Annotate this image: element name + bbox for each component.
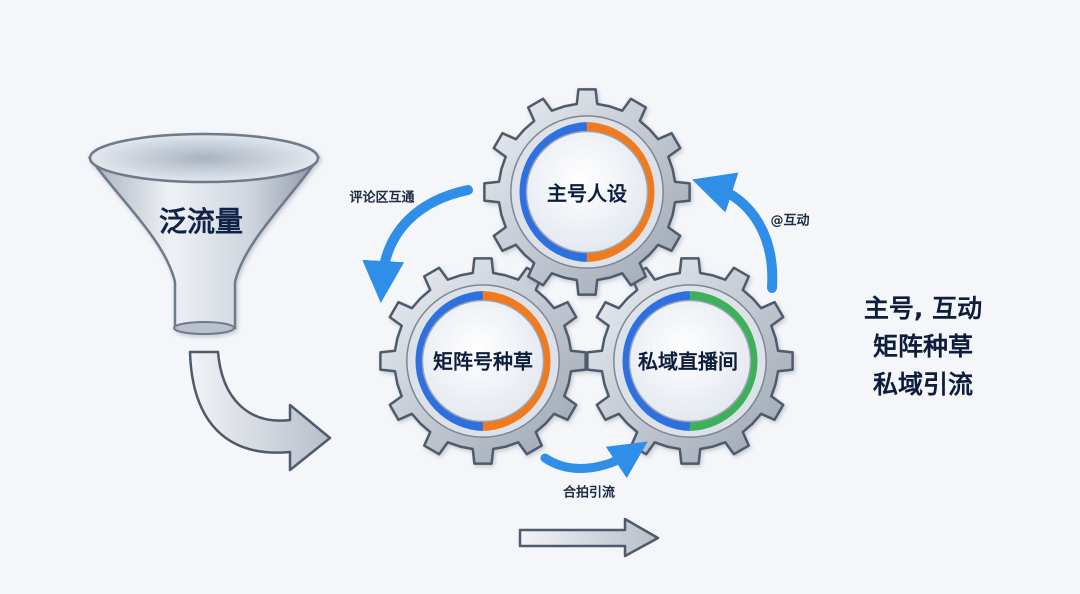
- gear-center: [525, 130, 649, 254]
- gear-ring-accent: [689, 291, 758, 431]
- gear-ring-blue: [519, 122, 588, 262]
- bottom-straight-arrow: [518, 517, 660, 558]
- gear-top-label: 主号人设: [547, 181, 627, 206]
- funnel-label: 泛流量: [158, 205, 244, 238]
- gear-center: [628, 299, 752, 423]
- cycle-arrow-bottom: [540, 441, 648, 479]
- cycle-arrow-top-left: [362, 185, 473, 303]
- gear-ring-accent: [586, 122, 655, 262]
- cycle-arrow-bottom-label: 合拍引流: [562, 485, 616, 501]
- gear-private-live-room: [586, 257, 794, 465]
- funnel: [87, 132, 321, 335]
- cycle-arrow-top-right-label: @互动: [770, 213, 810, 229]
- gear-center: [421, 299, 545, 423]
- gear-main-persona: [483, 88, 691, 296]
- summary-line: 主号, 互动: [863, 294, 983, 323]
- gear-ring-accent: [482, 291, 551, 431]
- cycle-arrow-top-right: [692, 172, 778, 293]
- gear-right-label: 私域直播间: [638, 349, 738, 374]
- summary-text: 主号, 互动 矩阵种草 私域引流: [864, 290, 982, 404]
- funnel-curved-arrow: [188, 350, 332, 472]
- gear-matrix-seeding: [379, 257, 587, 465]
- summary-line: 私域引流: [872, 370, 974, 399]
- summary-line: 矩阵种草: [872, 332, 974, 361]
- gear-ring-blue: [622, 291, 691, 431]
- cycle-arrow-top-left-label: 评论区互通: [349, 190, 415, 206]
- gear-left-label: 矩阵号种草: [433, 349, 533, 374]
- gear-ring-blue: [415, 291, 484, 431]
